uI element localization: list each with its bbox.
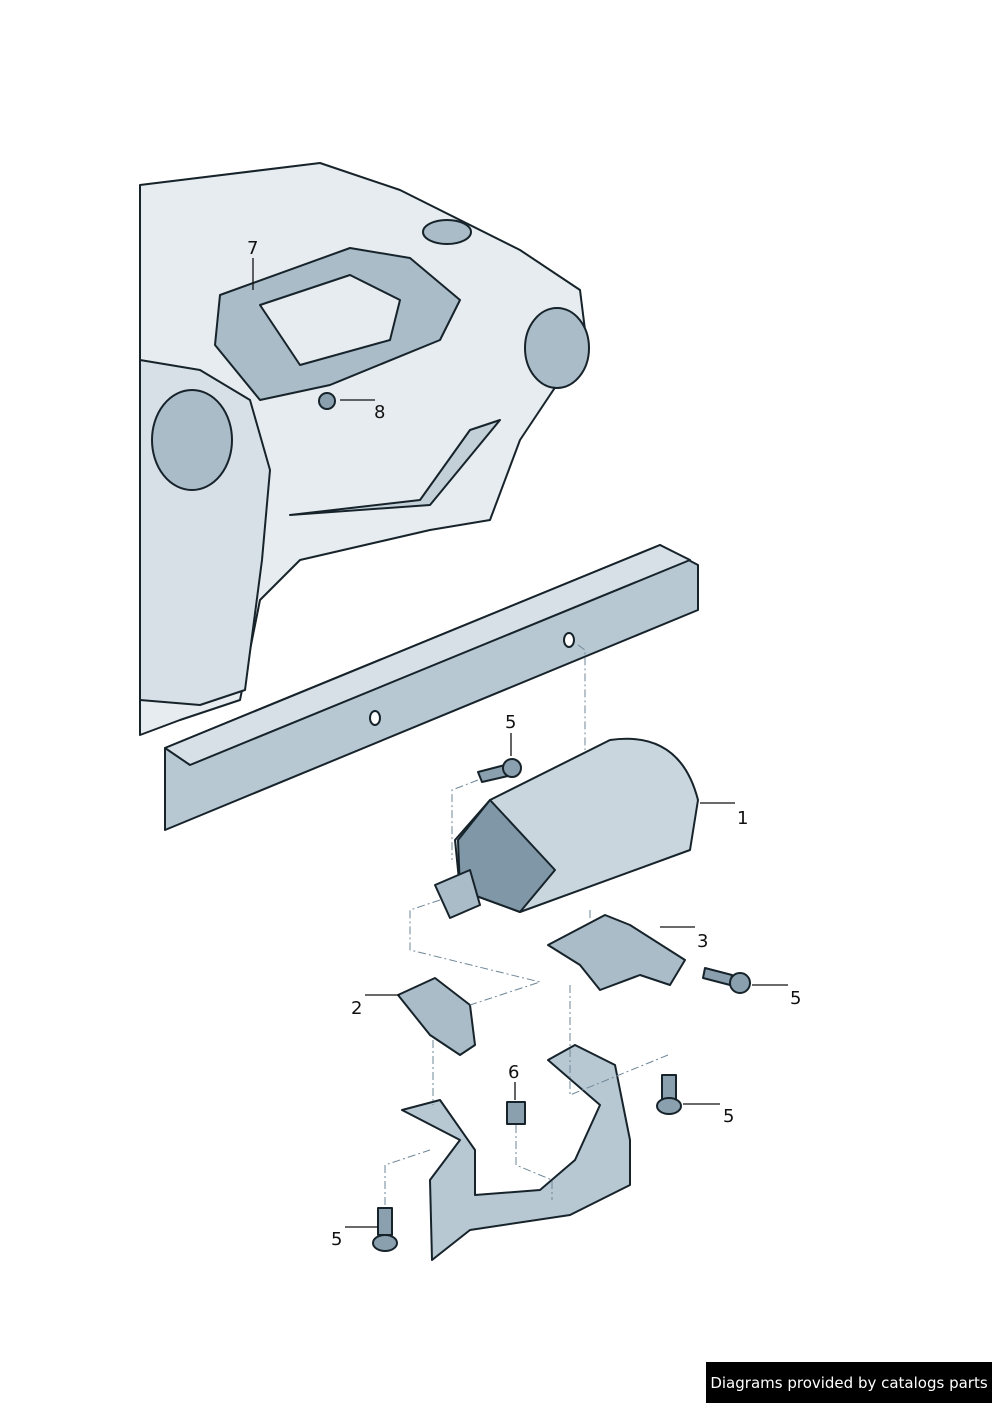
bolt-lower-left — [377, 1207, 393, 1236]
footer-credit: Diagrams provided by catalogs parts — [706, 1362, 992, 1403]
callout-3: 3 — [697, 931, 709, 952]
callout-5-lower-left: 5 — [331, 1229, 343, 1250]
nut — [318, 392, 336, 410]
bolt-lower-right — [661, 1074, 677, 1101]
callout-8: 8 — [374, 402, 386, 423]
callout-5-right: 5 — [790, 988, 802, 1009]
callout-7: 7 — [247, 238, 259, 259]
air-vent-top — [422, 219, 472, 245]
callout-2: 2 — [351, 998, 363, 1019]
callout-1: 1 — [737, 808, 749, 829]
bracket-right — [547, 914, 686, 991]
callout-6: 6 — [508, 1062, 520, 1083]
air-vent-right — [524, 307, 590, 389]
lower-brace — [401, 1044, 631, 1261]
callout-5-lower-right: 5 — [723, 1106, 735, 1127]
bracket-left — [397, 977, 476, 1056]
clip-nut — [506, 1101, 526, 1125]
callout-5-upper: 5 — [505, 712, 517, 733]
air-vent-left — [151, 389, 233, 491]
bolt-right — [702, 967, 733, 986]
